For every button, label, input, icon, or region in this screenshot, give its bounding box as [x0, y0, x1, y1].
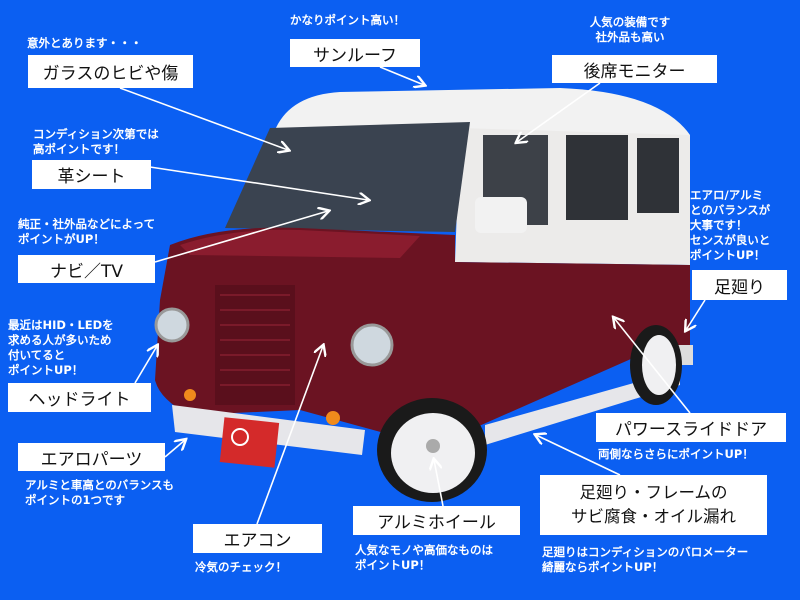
alloy-wheel-label: アルミホイール — [353, 506, 520, 535]
van-headlight-right — [350, 323, 394, 367]
rear-monitor-hint: 人気の装備です社外品も高い — [589, 15, 671, 44]
van-windshield — [225, 122, 470, 232]
suspension-label: 足廻り — [692, 270, 787, 300]
power-slide-door-label: パワースライドドア — [596, 413, 786, 442]
license-plate — [219, 417, 280, 468]
van-headlight-left — [154, 307, 190, 343]
leather-seat-label: 革シート — [32, 160, 151, 189]
van-window-slide — [566, 135, 628, 220]
headlight-hint: 最近はHID・LEDを求める人が多いため付いてるとポイントUP！ — [8, 318, 114, 377]
headlight-label: ヘッドライト — [8, 383, 151, 412]
navi-tv-hint: 純正・社外品などによってポイントがUP！ — [18, 217, 156, 246]
leather-seat-hint: コンディション次第では高ポイントです！ — [33, 127, 159, 156]
frame-rust-label: 足廻り・フレームのサビ腐食・オイル漏れ — [540, 475, 767, 535]
alloy-wheel-hint: 人気なモノや高価なものはポイントUP！ — [355, 543, 493, 572]
van-window-rear — [637, 138, 679, 213]
glass-hint: 意外とあります・・・ — [27, 36, 142, 50]
aircon-hint: 冷気のチェック！ — [195, 560, 287, 574]
power-slide-door-hint: 両側ならさらにポイントUP！ — [598, 447, 754, 461]
sunroof-label: サンルーフ — [290, 39, 420, 67]
frame-rust-hint: 足廻りはコンディションのバロメーター綺麗ならポイントUP！ — [542, 545, 749, 574]
navi-tv-label: ナビ／TV — [18, 255, 155, 283]
van-mirror — [475, 197, 527, 233]
glass-damage-label: ガラスのヒビや傷 — [28, 55, 193, 88]
callout-arrows — [119, 66, 706, 525]
sunroof-hint: かなりポイント高い！ — [290, 13, 405, 27]
aero-parts-label: エアロパーツ — [18, 443, 165, 471]
aircon-label: エアコン — [193, 524, 322, 553]
rear-monitor-label: 後席モニター — [552, 55, 717, 83]
suspension-hint: エアロ/アルミとのバランスが大事です！センスが良いとポイントUP！ — [690, 188, 771, 262]
van-grille — [215, 285, 295, 405]
aero-parts-hint: アルミと車高とのバランスもポイントの1つです — [25, 478, 175, 507]
